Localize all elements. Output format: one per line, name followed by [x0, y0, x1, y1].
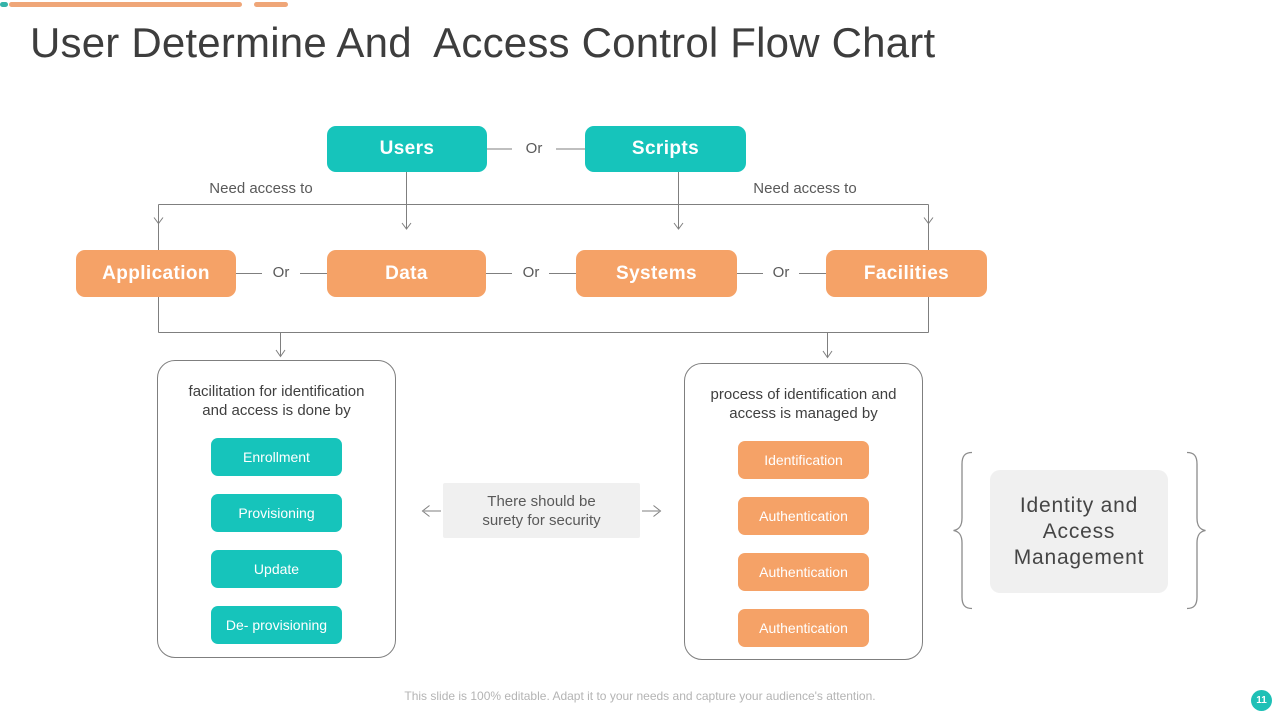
- or-label: Or: [522, 264, 540, 281]
- left-arrow-icon: [421, 505, 441, 517]
- footer-note: This slide is 100% editable. Adapt it to…: [404, 689, 876, 703]
- identification-panel: process of identification and access is …: [684, 363, 923, 660]
- facilitation-panel: facilitation for identification and acce…: [157, 360, 396, 658]
- down-arrow-icon: [275, 349, 286, 358]
- pill-identification: Identification: [738, 441, 869, 479]
- need-access-left-label: Need access to: [209, 180, 313, 197]
- node-users: Users: [327, 126, 487, 172]
- pill-update: Update: [211, 550, 342, 588]
- accent-bar-short: [254, 2, 288, 7]
- or-label: Or: [525, 140, 543, 157]
- identity-access-management-box: Identity and Access Management: [990, 470, 1168, 593]
- page-number-badge: 11: [1251, 690, 1272, 711]
- or-label: Or: [272, 264, 290, 281]
- identification-panel-caption: process of identification and access is …: [710, 386, 897, 422]
- down-arrow-icon: [401, 222, 412, 230]
- pill-enrollment: Enrollment: [211, 438, 342, 476]
- down-arrow-icon: [673, 222, 684, 230]
- accent-bar-long: [9, 2, 242, 7]
- need-access-right-label: Need access to: [753, 180, 857, 197]
- pill-de-provisioning: De- provisioning: [211, 606, 342, 644]
- accent-bar-teal: [0, 2, 8, 7]
- node-scripts: Scripts: [585, 126, 746, 172]
- panel-drop-lines: [280, 332, 828, 357]
- right-arrow-icon: [642, 505, 662, 517]
- node-data: Data: [327, 250, 486, 297]
- pill-authentication: Authentication: [738, 553, 869, 591]
- down-arrow-icon: [923, 217, 934, 225]
- down-arrow-icon: [822, 350, 833, 359]
- node-systems: Systems: [576, 250, 737, 297]
- users-scripts-drop-lines: [406, 172, 679, 229]
- node-application: Application: [76, 250, 236, 297]
- facilitation-panel-caption: facilitation for identification and acce…: [188, 383, 365, 419]
- pill-provisioning: Provisioning: [211, 494, 342, 532]
- pill-authentication: Authentication: [738, 497, 869, 535]
- page-title: User Determine And Access Control Flow C…: [30, 19, 936, 66]
- surety-note-box: There should be surety for security: [443, 483, 640, 538]
- pill-authentication: Authentication: [738, 609, 869, 647]
- or-label: Or: [772, 264, 790, 281]
- right-brace-icon: [1186, 451, 1206, 610]
- left-brace-icon: [953, 451, 973, 610]
- down-arrow-icon: [153, 217, 164, 225]
- node-facilities: Facilities: [826, 250, 987, 297]
